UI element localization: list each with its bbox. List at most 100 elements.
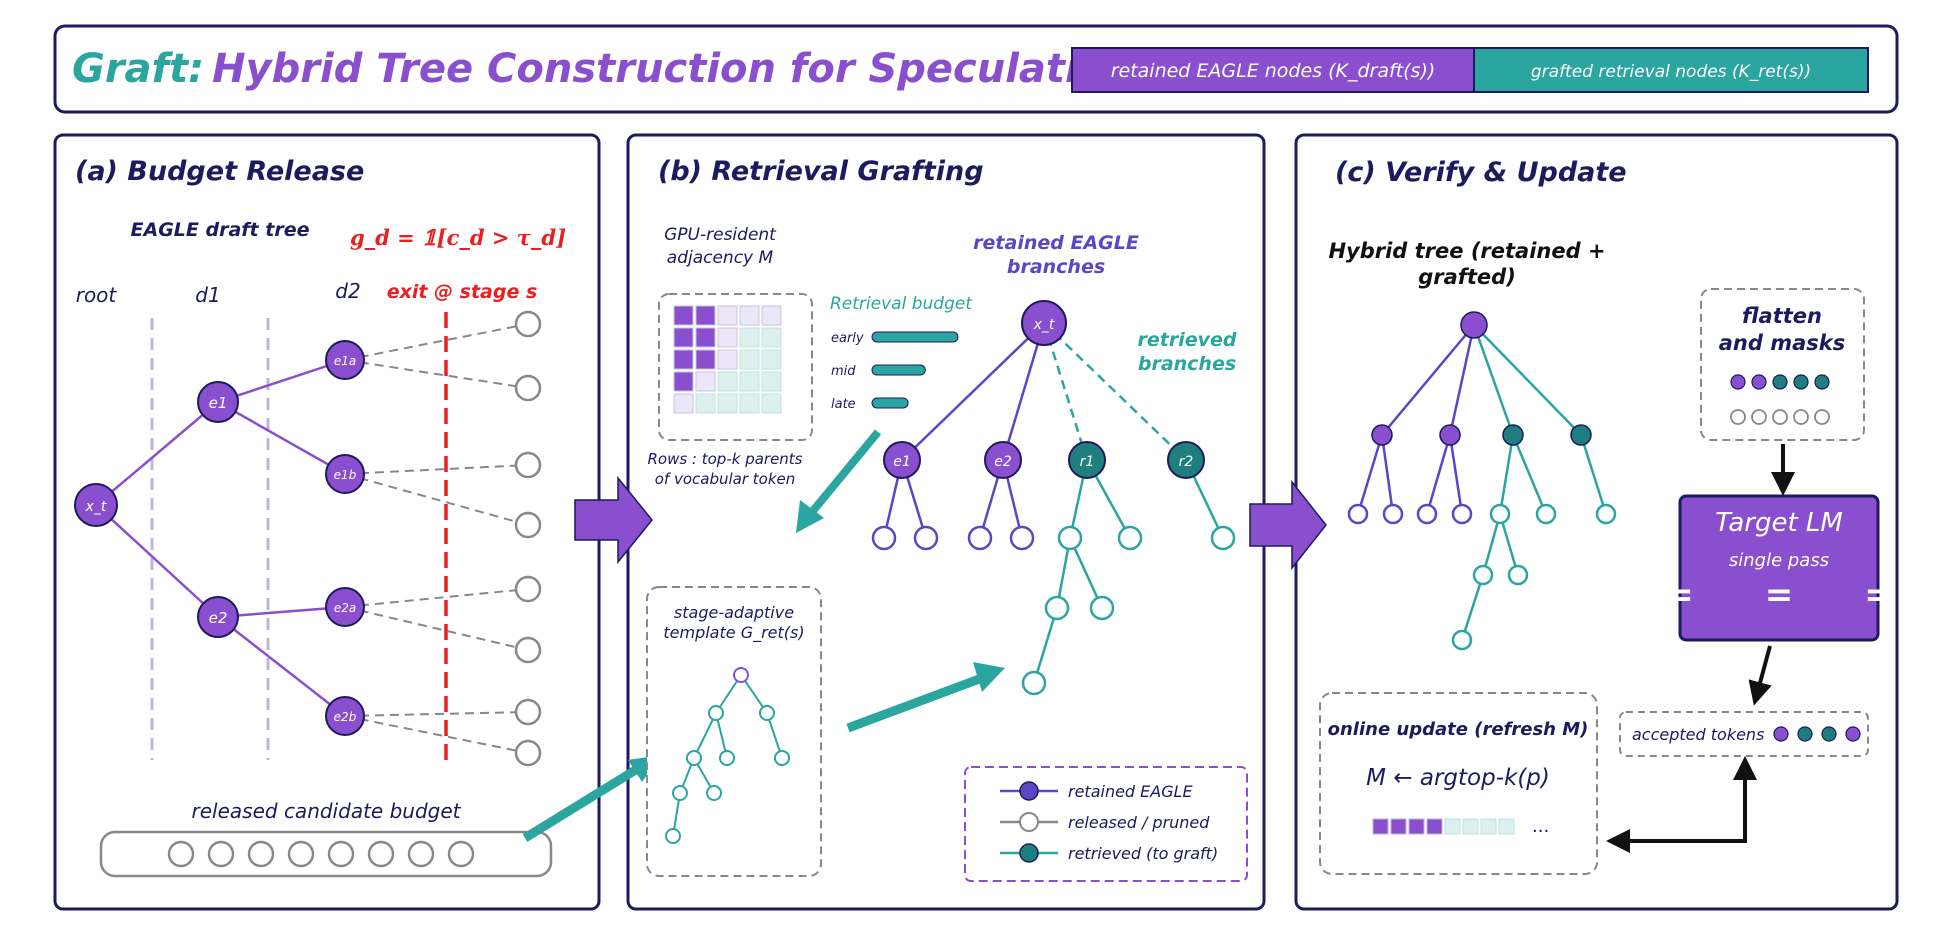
svg-text:released / pruned: released / pruned (1068, 813, 1210, 832)
panel-a-edges (95, 358, 346, 717)
adjacency-cell (673, 349, 694, 370)
online-update-title: online update (refresh M) (1328, 719, 1589, 740)
arrow-template-to-tree (846, 673, 984, 733)
arrow-matrix-to-template (808, 429, 882, 515)
adjacency-cell (739, 393, 760, 414)
budget-row-label: mid (831, 364, 856, 379)
panel-b-node-r2: r2 (1167, 441, 1205, 479)
panel-a-node-e1: e1 (197, 381, 239, 423)
panel-a-title: (a) Budget Release (75, 156, 364, 187)
hybrid-tree-purple-edges (1356, 324, 1476, 515)
panel-b-node-root: x_t (1021, 300, 1067, 346)
panel-b-node-r1: r1 (1068, 441, 1106, 479)
header-legend: retained EAGLE nodes (K_draft(s)) grafte… (1071, 47, 1869, 93)
adjacency-cell (761, 393, 782, 414)
panel-a-node-e2a: e2a (325, 587, 365, 627)
released-budget-label: released candidate budget (192, 799, 462, 823)
retrieval-budget-title: Retrieval budget (830, 294, 973, 314)
panel-b-retained-leaves (871, 525, 1035, 551)
panel-a-node-e1b: e1b (325, 454, 365, 494)
col-d1-label: d1 (195, 283, 220, 307)
adjacency-cell (673, 327, 694, 348)
svg-text:x_t: x_t (1033, 317, 1055, 333)
adjacency-cell (739, 305, 760, 326)
template-box (646, 586, 822, 877)
adjacency-cell (695, 371, 716, 392)
budget-row-bar (871, 397, 909, 409)
template-label-2: template G_ret(s) (663, 623, 804, 643)
legend-row-released: released / pruned (1000, 812, 1210, 832)
panel-b-retrieved-leaves (1021, 525, 1236, 696)
panel-b-title: (b) Retrieval Grafting (658, 156, 984, 187)
adjacency-cell (673, 305, 694, 326)
budget-row-bar (871, 364, 926, 376)
hybrid-tree-label-1: Hybrid tree (retained + (1328, 239, 1605, 263)
template-label-1: stage-adaptive (674, 603, 794, 622)
adjacency-cell (717, 305, 738, 326)
budget-row-bar (871, 331, 959, 343)
panel-a-node-e2b: e2b (325, 696, 365, 736)
adjacency-cell (695, 393, 716, 414)
adjacency-cell (761, 305, 782, 326)
arrow-budget-to-template (522, 762, 645, 842)
flatten-mask-row (1730, 409, 1830, 425)
accepted-tokens-box (1619, 711, 1869, 757)
online-update-box (1319, 692, 1598, 875)
panel-c-title: (c) Verify & Update (1335, 157, 1627, 188)
accepted-token-dots (1773, 726, 1861, 742)
svg-text:e1a: e1a (334, 354, 356, 368)
svg-text:e1: e1 (209, 394, 228, 412)
legend-grafted-nodes: grafted retrieval nodes (K_ret(s)) (1531, 62, 1811, 82)
adjacency-cell (717, 393, 738, 414)
legend-row-retrieved: retrieved (to graft) (1000, 843, 1218, 863)
flatten-label-2: and masks (1719, 331, 1845, 355)
svg-text:r1: r1 (1080, 454, 1095, 470)
svg-text:retained EAGLE: retained EAGLE (1068, 782, 1194, 801)
accepted-tokens-label: accepted tokens (1632, 725, 1764, 744)
col-d2-label: d2 (335, 279, 360, 303)
hybrid-tree-purple-leaves (1347, 503, 1473, 525)
update-ellipsis: ... (1532, 816, 1549, 837)
panel-a-pruned-leaves (514, 310, 542, 767)
adjacency-cell (717, 349, 738, 370)
rows-label-2: of vocabular token (655, 470, 796, 488)
arrow-matrix-to-template-head (796, 500, 824, 533)
svg-text:e2: e2 (994, 454, 1012, 470)
adjacency-matrix (673, 305, 782, 414)
released-budget-bar (99, 830, 553, 878)
arrow-a-to-b (574, 475, 653, 565)
adjacency-cell (739, 371, 760, 392)
svg-text:e2a: e2a (334, 601, 356, 615)
svg-text:retrieved (to graft): retrieved (to graft) (1068, 844, 1218, 863)
released-budget-slots (167, 840, 475, 868)
gate-formula: g_d = 𝟙[c_d > τ_d] (350, 225, 566, 250)
col-root-label: root (76, 283, 118, 307)
retained-branches-label-1: retained EAGLE (973, 232, 1139, 254)
flatten-token-row (1730, 374, 1830, 390)
svg-text:r2: r2 (1179, 454, 1194, 470)
legend-retained-nodes: retained EAGLE nodes (K_draft(s)) (1111, 60, 1436, 82)
exit-stage-label: exit @ stage s (387, 281, 538, 303)
panel-b-node-e1: e1 (883, 441, 921, 479)
svg-text:x_t: x_t (85, 499, 107, 515)
panel-a-node-e2: e2 (197, 596, 239, 638)
adjacency-cell (739, 327, 760, 348)
svg-text:e1b: e1b (334, 468, 357, 482)
svg-text:e2: e2 (209, 609, 228, 627)
adjacency-cell (695, 327, 716, 348)
adjacency-cell (717, 371, 738, 392)
svg-text:e1: e1 (893, 454, 911, 470)
target-lm-marks: = = = (1665, 575, 1893, 615)
adjacency-cell (673, 393, 694, 414)
adjacency-cell (761, 349, 782, 370)
gpu-label-2: adjacency M (667, 248, 774, 268)
flatten-masks-box (1700, 288, 1865, 441)
online-update-formula: M ← argtop-k(p) (1366, 765, 1550, 791)
hybrid-tree-teal-leaves (1451, 503, 1617, 651)
arrow-template-to-tree-head (973, 662, 1005, 692)
budget-row-label: early (831, 331, 864, 346)
template-nodes (665, 667, 790, 844)
target-lm-title: Target LM (1715, 508, 1843, 538)
adjacency-cell (695, 305, 716, 326)
